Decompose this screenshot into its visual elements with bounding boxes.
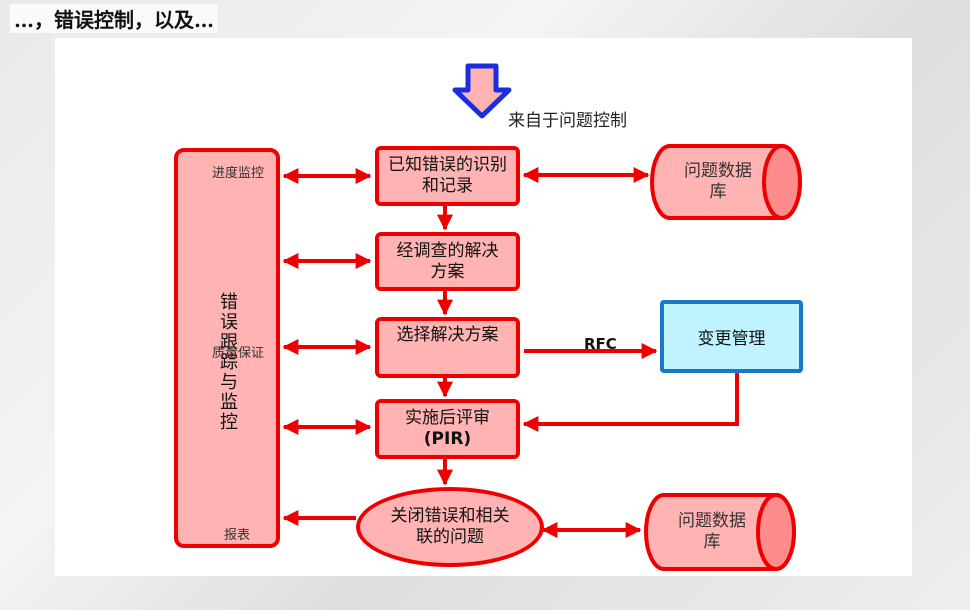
db-top-line1: 问题数据: [684, 161, 752, 181]
problem-database-bottom-icon: [644, 493, 796, 571]
db-bottom-line2: 库: [703, 532, 721, 552]
change-management-box: 变更管理: [660, 300, 803, 373]
step-identify-record: 已知错误的识别 和记录: [375, 146, 520, 206]
step-identify-line1: 已知错误的识别: [388, 155, 507, 175]
incoming-arrow-icon: [452, 63, 512, 119]
problem-database-top-icon: [650, 144, 802, 220]
step-solution-line1: 经调查的解决: [396, 240, 499, 261]
step-post-implementation-review: 实施后评审 (PIR): [375, 399, 520, 459]
sidebar-label-report: 报表: [224, 528, 251, 543]
step-close-line1: 关闭错误和相关: [390, 506, 510, 526]
db-top-line2: 库: [709, 182, 727, 202]
error-tracking-sidebar: 进度监控 错误跟踪与监控 质量保证 报表: [174, 148, 280, 548]
sidebar-label-quality: 质量保证: [212, 346, 265, 361]
step-close-error: 关闭错误和相关 联的问题: [356, 487, 544, 567]
problem-database-bottom-label: 问题数据 库: [656, 500, 768, 564]
sidebar-label-progress: 进度监控: [212, 166, 265, 181]
step-identify-line2: 和记录: [422, 176, 473, 196]
problem-database-top-label: 问题数据 库: [662, 150, 774, 214]
step-select-label: 选择解决方案: [396, 325, 499, 345]
change-to-pir-arrow: [522, 373, 739, 432]
step-pir-line2: (PIR): [423, 429, 472, 449]
step-close-line2: 联的问题: [416, 527, 484, 547]
step-pir-line1: 实施后评审: [405, 408, 490, 428]
source-label: 来自于问题控制: [508, 111, 627, 131]
step-investigated-solution: 经调查的解决 方案: [375, 232, 520, 291]
sidebar-title: 错误跟踪与监控: [217, 292, 238, 432]
slide-heading: …，错误控制，以及…: [10, 4, 218, 33]
change-management-label: 变更管理: [697, 329, 766, 349]
step-solution-line2: 方案: [430, 261, 465, 282]
db-bottom-line1: 问题数据: [678, 511, 746, 531]
rfc-label: RFC: [584, 335, 617, 353]
step-select-solution: 选择解决方案: [375, 317, 520, 378]
